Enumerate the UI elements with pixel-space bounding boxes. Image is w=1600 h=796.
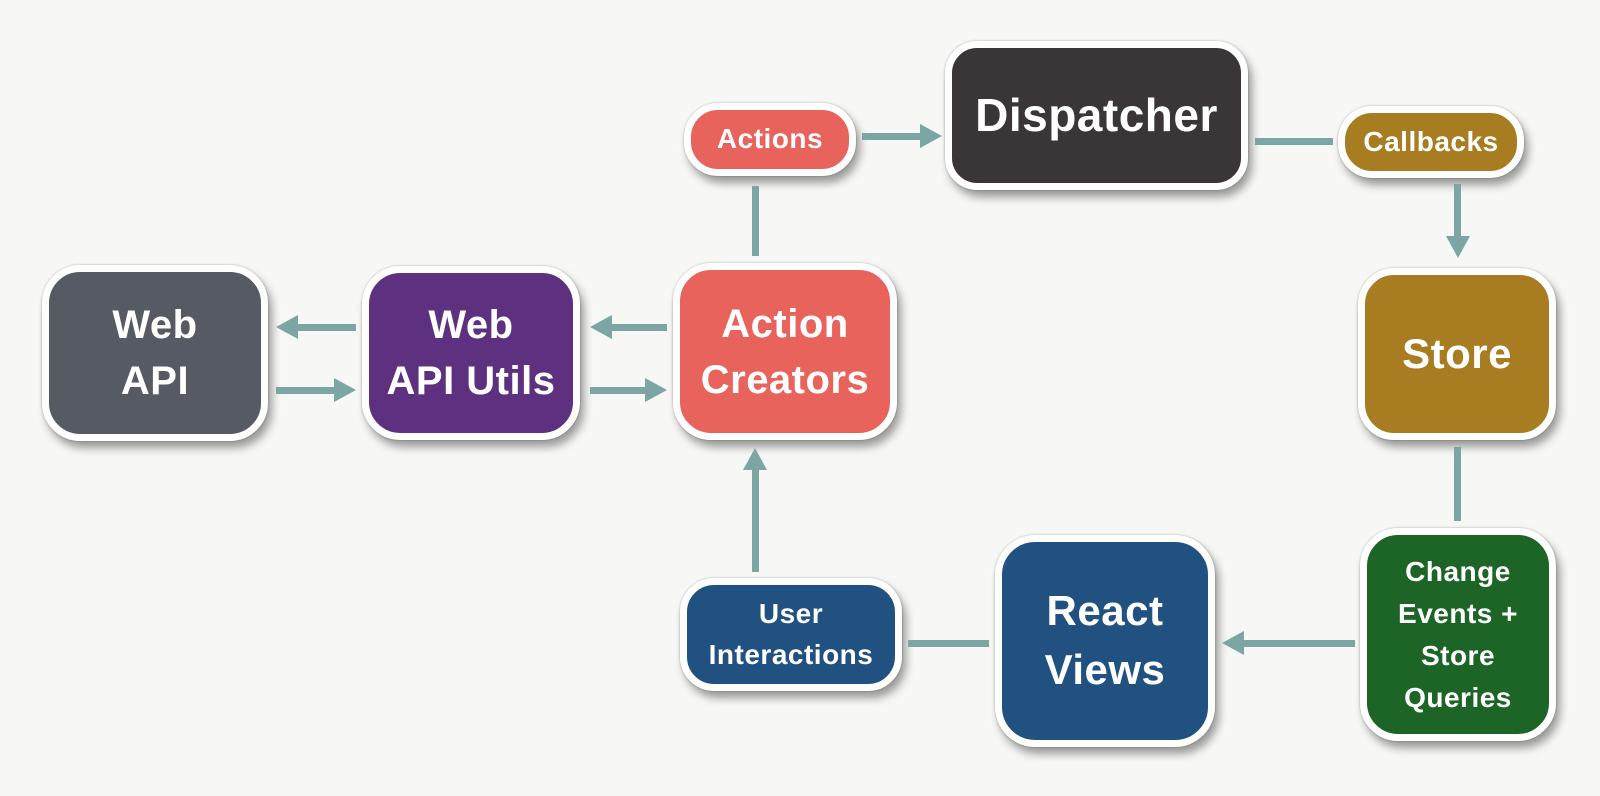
- edge-action-creators-to-actions: [752, 186, 759, 256]
- node-change-events-store-queries: Change Events + Store Queries: [1360, 528, 1556, 741]
- arrowhead-up-icon: [743, 448, 767, 470]
- node-actions-label: Actions: [716, 123, 824, 155]
- node-dispatcher: Dispatcher: [945, 41, 1248, 190]
- edge-react-views-to-user-interactions: [908, 640, 989, 647]
- edge-dispatcher-to-callbacks: [1255, 138, 1333, 145]
- edge-web-api-to-web-api-utils: [276, 387, 334, 394]
- node-react-views-label: React Views: [1044, 587, 1166, 693]
- node-user-interactions: User Interactions: [680, 578, 902, 691]
- arrowhead-right-icon: [920, 124, 942, 148]
- node-store-label: Store: [1402, 329, 1512, 377]
- arrowhead-down-icon: [1446, 236, 1470, 258]
- node-callbacks-label: Callbacks: [1363, 125, 1499, 157]
- node-dispatcher-label: Dispatcher: [975, 89, 1218, 142]
- node-user-interactions-label: User Interactions: [708, 597, 874, 670]
- node-web-api: Web API: [42, 265, 268, 441]
- arrowhead-left-icon: [590, 315, 612, 339]
- edge-actions-to-dispatcher: [862, 133, 920, 140]
- edge-callbacks-to-store: [1454, 184, 1461, 236]
- node-web-api-label: Web API: [112, 303, 198, 403]
- arrowhead-left-icon: [1222, 631, 1244, 655]
- node-store: Store: [1358, 268, 1556, 440]
- edge-action-creators-to-web-api-utils: [612, 324, 667, 331]
- node-change-events-store-queries-label: Change Events + Store Queries: [1398, 555, 1518, 713]
- edge-change-events-to-react-views: [1244, 640, 1355, 647]
- node-action-creators: Action Creators: [673, 263, 897, 440]
- arrowhead-right-icon: [645, 378, 667, 402]
- edge-user-interactions-to-action-creators: [752, 470, 759, 572]
- node-callbacks: Callbacks: [1338, 106, 1524, 178]
- node-web-api-utils-label: Web API Utils: [386, 303, 556, 403]
- node-web-api-utils: Web API Utils: [362, 266, 580, 440]
- arrowhead-right-icon: [334, 378, 356, 402]
- node-action-creators-label: Action Creators: [700, 301, 870, 402]
- arrowhead-left-icon: [276, 315, 298, 339]
- edge-store-to-change-events: [1454, 447, 1461, 521]
- edge-web-api-utils-to-action-creators: [590, 387, 645, 394]
- node-actions: Actions: [684, 103, 856, 176]
- node-react-views: React Views: [995, 535, 1215, 747]
- edge-web-api-utils-to-web-api: [298, 324, 356, 331]
